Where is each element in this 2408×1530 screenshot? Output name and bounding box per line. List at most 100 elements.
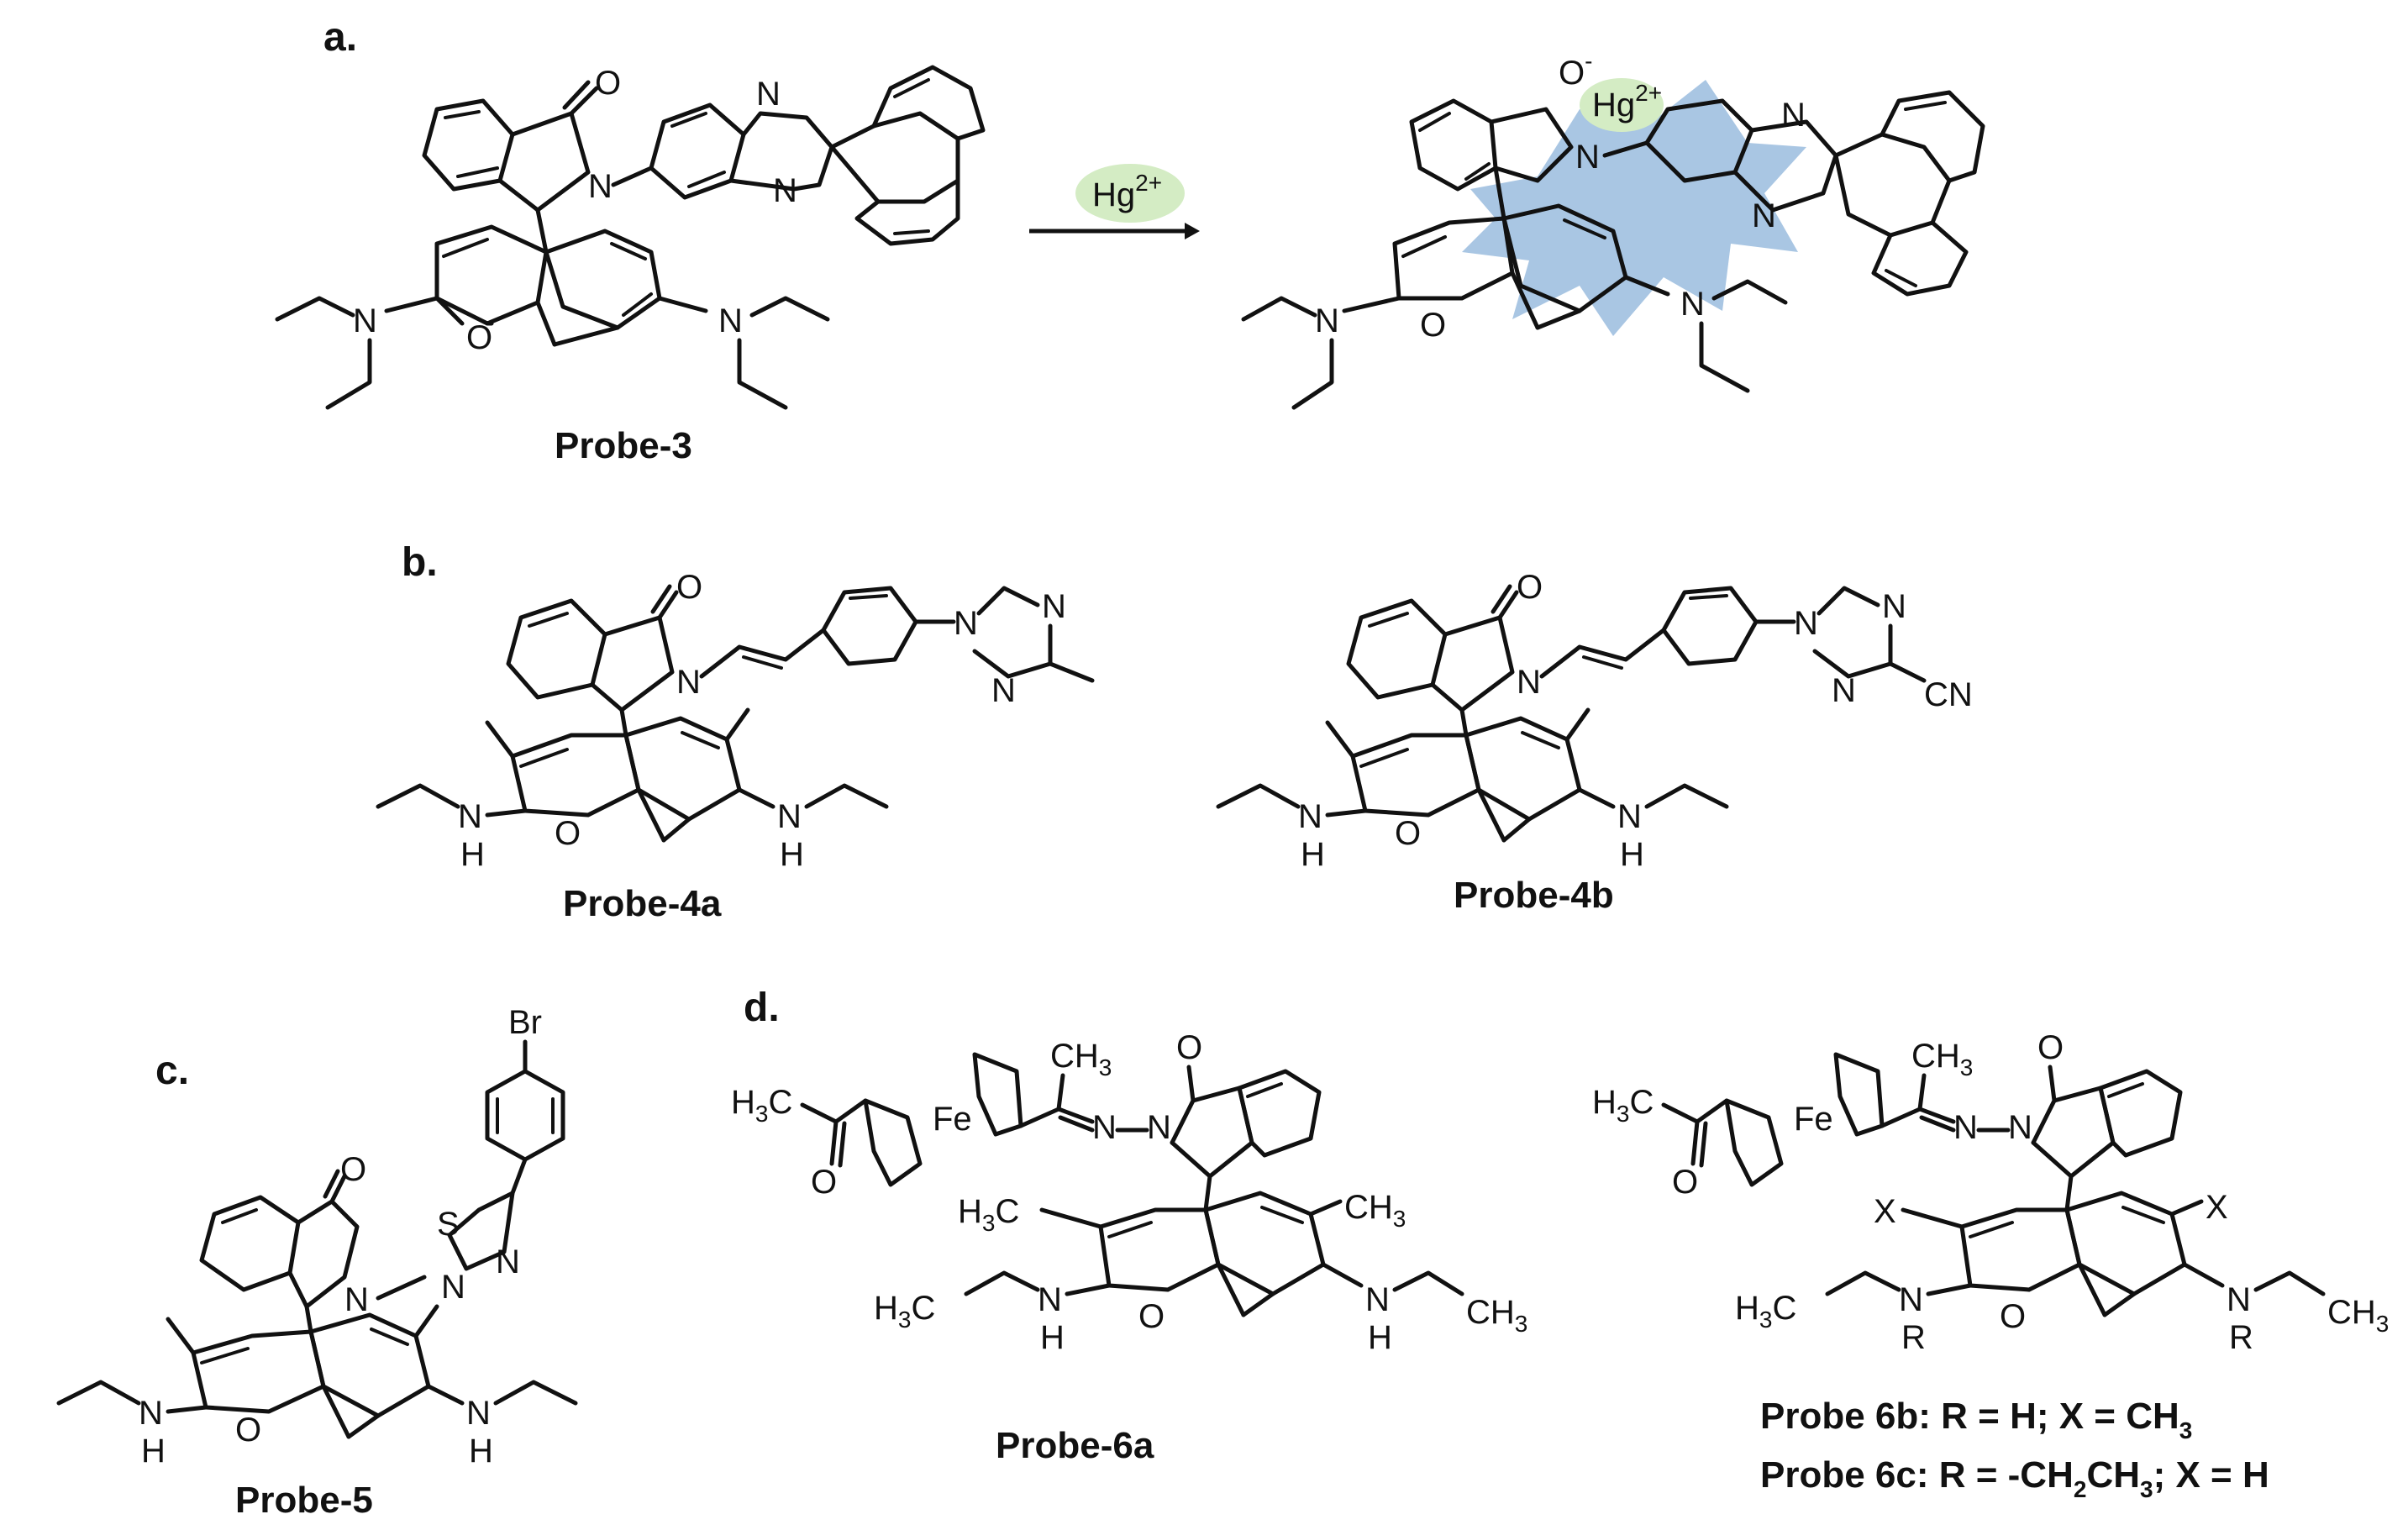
hg-complex-structure: O- Hg2+ N N N O N N bbox=[1241, 48, 1985, 410]
atom-ch3: CH3 bbox=[1344, 1189, 1406, 1232]
atom-n: N bbox=[496, 1243, 520, 1280]
probe-4a-label: Probe-4a bbox=[563, 883, 722, 924]
atom-o: O bbox=[555, 815, 581, 852]
atom-o-minus: O- bbox=[1559, 48, 1592, 92]
atom-n: N bbox=[1365, 1281, 1390, 1318]
probe-4b-label: Probe-4b bbox=[1454, 875, 1614, 916]
atom-h: H bbox=[1040, 1319, 1065, 1356]
atom-o: O bbox=[1176, 1029, 1202, 1066]
atom-o: O bbox=[2000, 1298, 2026, 1335]
atom-ch3: CH3 bbox=[1466, 1294, 1527, 1337]
atom-n: N bbox=[1617, 798, 1642, 835]
atom-cn: CN bbox=[1924, 676, 1973, 713]
panel-label-b: b. bbox=[402, 540, 438, 585]
atom-ch3: CH3 bbox=[2327, 1294, 2389, 1337]
atom-h: H bbox=[780, 836, 804, 873]
atom-o: O bbox=[811, 1164, 837, 1201]
panel-label-a: a. bbox=[323, 15, 357, 60]
atom-n: N bbox=[1092, 1109, 1117, 1146]
atom-x: X bbox=[2206, 1189, 2228, 1226]
atom-o: O bbox=[1672, 1164, 1698, 1201]
atom-h3c: H3C bbox=[1735, 1290, 1796, 1333]
panel-label-d: d. bbox=[744, 986, 780, 1030]
atom-fe: Fe bbox=[933, 1101, 972, 1138]
atom-n: N bbox=[353, 302, 377, 339]
atom-n: N bbox=[2008, 1109, 2032, 1146]
atom-n: N bbox=[1953, 1109, 1978, 1146]
atom-ch3: CH3 bbox=[1050, 1038, 1112, 1080]
hg-reagent-highlight bbox=[1075, 164, 1185, 223]
atom-n: N bbox=[1517, 664, 1541, 701]
atom-n: N bbox=[991, 672, 1016, 709]
atom-o: O bbox=[235, 1412, 261, 1449]
atom-o: O bbox=[1517, 569, 1543, 606]
atom-n: N bbox=[718, 302, 743, 339]
atom-h: H bbox=[469, 1433, 493, 1470]
probe-4a-structure: O N N N N O N H N H bbox=[376, 569, 1095, 873]
atom-o: O bbox=[1420, 307, 1446, 344]
atom-n: N bbox=[466, 1395, 491, 1432]
binding-burst bbox=[1462, 80, 1806, 336]
atom-n: N bbox=[1781, 97, 1806, 134]
atom-o: O bbox=[1138, 1298, 1165, 1335]
atom-n: N bbox=[441, 1269, 465, 1306]
atom-n: N bbox=[1899, 1281, 1923, 1318]
atom-h: H bbox=[141, 1433, 166, 1470]
hg-bound-highlight bbox=[1580, 78, 1664, 132]
atom-fe: Fe bbox=[1794, 1101, 1833, 1138]
probe-3-label: Probe-3 bbox=[555, 425, 692, 466]
atom-n: N bbox=[344, 1281, 369, 1318]
probe-6c-label: Probe 6c: R = -CH2CH3; X = H bbox=[1760, 1454, 2269, 1502]
probe-3-structure: O N N N O N N bbox=[275, 65, 986, 410]
atom-r: R bbox=[1901, 1319, 1926, 1356]
reaction-arrow bbox=[1029, 223, 1200, 239]
probe-6a-label: Probe-6a bbox=[996, 1425, 1154, 1466]
atom-o: O bbox=[595, 65, 621, 102]
atom-n: N bbox=[1038, 1281, 1062, 1318]
atom-n: N bbox=[2227, 1281, 2251, 1318]
atom-n: N bbox=[1575, 139, 1600, 176]
atom-n: N bbox=[954, 605, 978, 642]
hg-bound: Hg2+ bbox=[1592, 80, 1662, 124]
probe-5-label: Probe-5 bbox=[235, 1480, 373, 1521]
probe-6bc-structure: H3C O Fe CH3 N N O X X O N R H3C bbox=[1592, 1029, 2389, 1356]
atom-o: O bbox=[676, 569, 702, 606]
atom-h: H bbox=[1301, 836, 1325, 873]
atom-n: N bbox=[458, 798, 482, 835]
atom-s: S bbox=[437, 1206, 460, 1243]
atom-n: N bbox=[756, 76, 781, 113]
atom-n: N bbox=[1680, 286, 1705, 323]
atom-r: R bbox=[2229, 1319, 2253, 1356]
atom-n: N bbox=[1042, 588, 1066, 625]
atom-n: N bbox=[676, 664, 701, 701]
atom-o: O bbox=[2037, 1029, 2064, 1066]
atom-h3c: H3C bbox=[1592, 1084, 1654, 1127]
atom-n: N bbox=[1315, 302, 1339, 339]
atom-ch3: CH3 bbox=[1911, 1038, 1973, 1080]
probe-4b-structure: O N N N N CN O N H N H bbox=[1216, 569, 1973, 873]
atom-h3c: H3C bbox=[874, 1290, 935, 1333]
atom-x: X bbox=[1874, 1193, 1896, 1230]
atom-o: O bbox=[1395, 815, 1421, 852]
atom-h3c: H3C bbox=[731, 1084, 792, 1127]
atom-n: N bbox=[1832, 672, 1856, 709]
atom-n: N bbox=[1882, 588, 1906, 625]
atom-n: N bbox=[1147, 1109, 1171, 1146]
probe-6a-structure: H3C O Fe CH3 N N O H3C CH3 O N H bbox=[731, 1029, 1527, 1356]
atom-n: N bbox=[1794, 605, 1818, 642]
atom-br: Br bbox=[508, 1004, 542, 1041]
atom-h: H bbox=[460, 836, 485, 873]
atom-n: N bbox=[777, 798, 802, 835]
atom-n: N bbox=[588, 168, 613, 205]
atom-h3c: H3C bbox=[958, 1193, 1019, 1236]
hg-reagent: Hg2+ bbox=[1092, 170, 1162, 213]
probe-5-structure: Br S N N O N O N H N H bbox=[56, 1004, 578, 1470]
atom-n: N bbox=[139, 1395, 163, 1432]
atom-h: H bbox=[1620, 836, 1644, 873]
atom-o: O bbox=[340, 1151, 366, 1188]
atom-h: H bbox=[1368, 1319, 1392, 1356]
probe-6b-label: Probe 6b: R = H; X = CH3 bbox=[1760, 1396, 2192, 1443]
atom-n: N bbox=[1298, 798, 1322, 835]
panel-label-c: c. bbox=[155, 1049, 189, 1093]
